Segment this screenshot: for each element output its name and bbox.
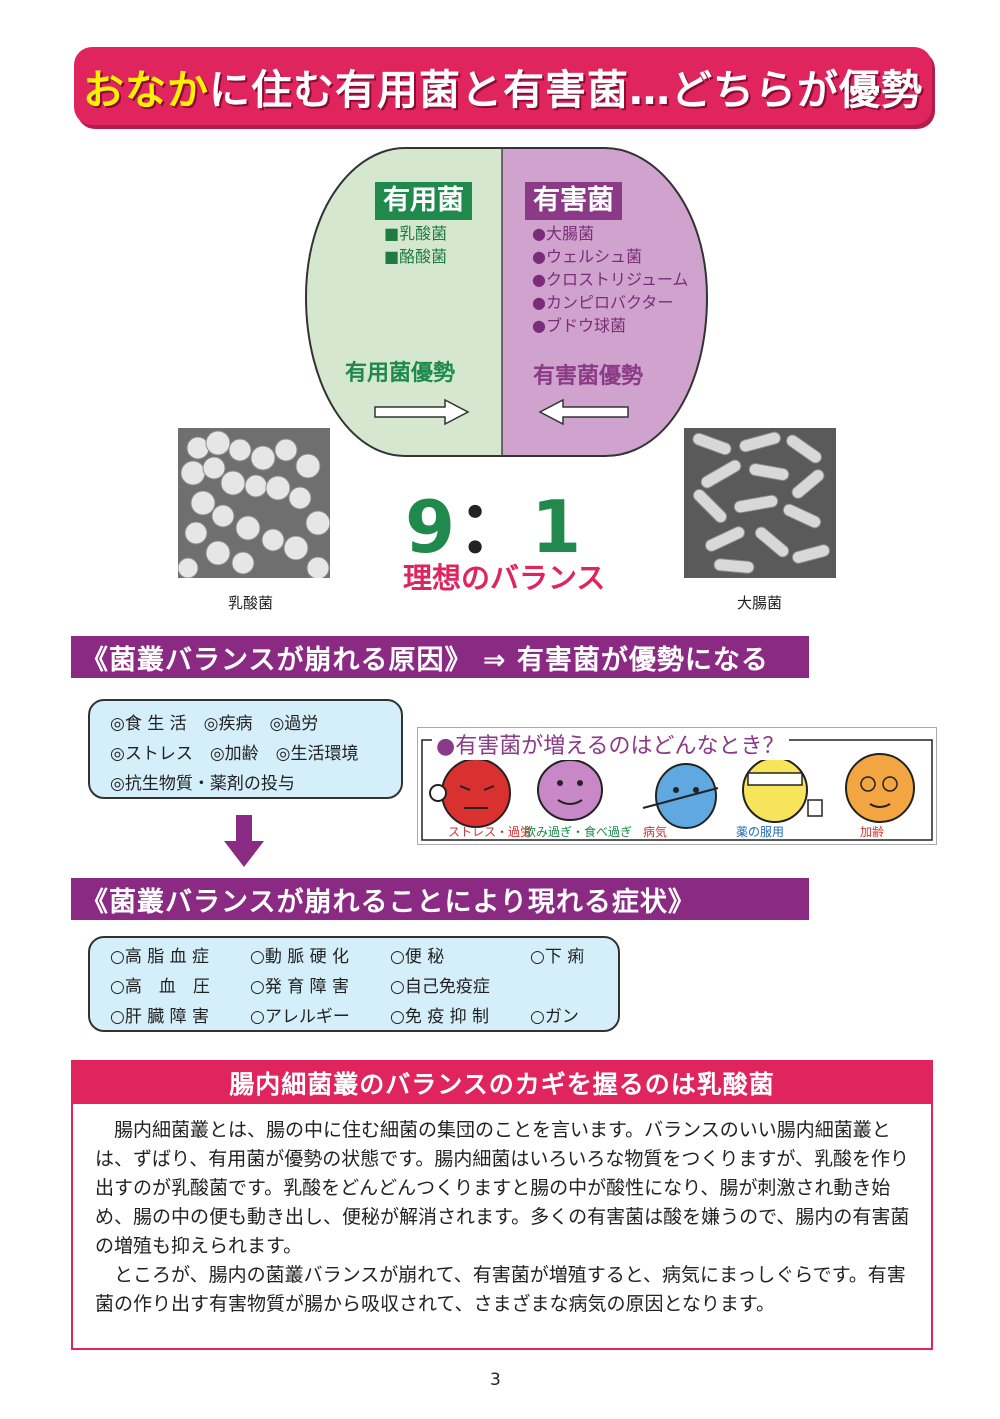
causes-heading: 《菌叢バランスが崩れる原因》 ⇒ 有害菌が優勢になる [71,636,809,678]
symptom-item: ○発 育 障 害 [250,977,350,997]
symptoms-box: ○高 脂 血 症 ○動 脈 硬 化 ○便 秘 ○下 痢 ○高 血 圧 ○発 育 … [88,936,620,1032]
title-text: に住む有用菌と有害菌…どちらが優勢 [209,66,923,114]
overeating-character-icon [537,759,603,821]
symptom-item: ○アレルギー [250,1007,350,1027]
ratio-left: 9 [405,485,458,569]
medication-character-icon [742,757,823,823]
page-number: 3 [490,1370,501,1390]
symptom-item: ○ガン [530,1007,579,1027]
causes-box: ◎食 生 活 ◎疾病 ◎過労 ◎ストレス ◎加齢 ◎生活環境 ◎抗生物質・薬剤の… [88,699,403,799]
list-item: ■乳酸菌 [384,224,448,243]
good-dominant-label: 有用菌優勢 [345,361,456,386]
cause-row: ◎食 生 活 ◎疾病 ◎過労 [110,714,319,734]
cartoon-title: ●有害菌が増えるのはどんなとき？ [432,728,789,760]
photo-caption-left: 乳酸菌 [228,594,274,612]
cartoon-label: ストレス・過労 [448,825,533,839]
list-item: ●大腸菌 [532,224,594,243]
list-item: ●ウェルシュ菌 [532,247,642,266]
lactic-acid-heading: 腸内細菌叢のバランスのカギを握るのは乳酸菌 [73,1062,931,1104]
symptom-item: ○免 疫 抑 制 [390,1007,490,1027]
cartoon-panel: ●有害菌が増えるのはどんなとき？ ストレス・過労 飲み過ぎ・食べ過ぎ 病気 薬の… [417,727,937,845]
ratio-right: 1 [531,485,584,569]
bad-dominant-label: 有害菌優勢 [533,364,644,389]
lactic-acid-bacteria-photo [178,428,330,578]
cartoon-label: 病気 [643,825,668,839]
right-arrow-icon [374,398,470,426]
lactic-acid-section: 腸内細菌叢のバランスのカギを握るのは乳酸菌 腸内細菌叢とは、腸の中に住む細菌の集… [71,1060,933,1350]
ratio-separator: ： [457,485,532,569]
symptom-item: ○高 血 圧 [110,977,210,997]
good-bacteria-list: ■乳酸菌 ■酪酸菌 [384,222,447,268]
symptom-item: ○下 痢 [530,947,585,967]
symptom-item [530,972,610,1002]
symptom-item: ○動 脈 硬 化 [250,947,350,967]
ideal-ratio: 9：1 [405,468,583,573]
cause-row: ◎抗生物質・薬剤の投与 [110,774,295,794]
lactic-acid-body: 腸内細菌叢とは、腸の中に住む細菌の集団のことを言います。バランスのいい腸内細菌叢… [95,1116,915,1319]
cartoon-label: 薬の服用 [736,825,785,839]
photo-caption-right: 大腸菌 [737,594,783,612]
cartoon-label: 加齢 [860,825,885,839]
symptoms-heading: 《菌叢バランスが崩れることにより現れる症状》 [71,878,809,920]
cartoon-label: 飲み過ぎ・食べ過ぎ [524,825,633,839]
left-arrow-icon [538,398,629,426]
stress-character-icon [429,758,511,828]
bad-bacteria-badge: 有害菌 [525,182,622,220]
symptom-item: ○自己免疫症 [390,977,490,997]
symptom-item: ○肝 臓 障 害 [110,1007,210,1027]
ideal-balance-label: 理想のバランス [403,561,606,595]
symptom-item: ○便 秘 [390,947,445,967]
sick-character-icon [642,763,719,829]
body-paragraph: 腸内細菌叢とは、腸の中に住む細菌の集団のことを言います。バランスのいい腸内細菌叢… [95,1119,910,1257]
cause-row: ◎ストレス ◎加齢 ◎生活環境 [110,744,359,764]
down-arrow-icon [224,815,264,867]
list-item: ●カンピロバクター [532,293,674,312]
e-coli-photo [684,428,836,578]
good-bacteria-badge: 有用菌 [375,182,472,220]
list-item: ●クロストリジューム [532,270,689,289]
list-item: ■酪酸菌 [384,247,448,266]
body-paragraph: ところが、腸内の菌叢バランスが崩れて、有害菌が増殖すると、病気にまっしぐらです。… [95,1264,906,1315]
list-item: ●ブドウ球菌 [532,316,626,335]
title-highlight: おなか [83,66,209,114]
aging-character-icon [845,753,915,823]
title-banner: おなかに住む有用菌と有害菌…どちらが優勢 [74,47,932,125]
symptom-item: ○高 脂 血 症 [110,947,210,967]
bad-bacteria-list: ●大腸菌 ●ウェルシュ菌 ●クロストリジューム ●カンピロバクター ●ブドウ球菌 [532,222,688,337]
